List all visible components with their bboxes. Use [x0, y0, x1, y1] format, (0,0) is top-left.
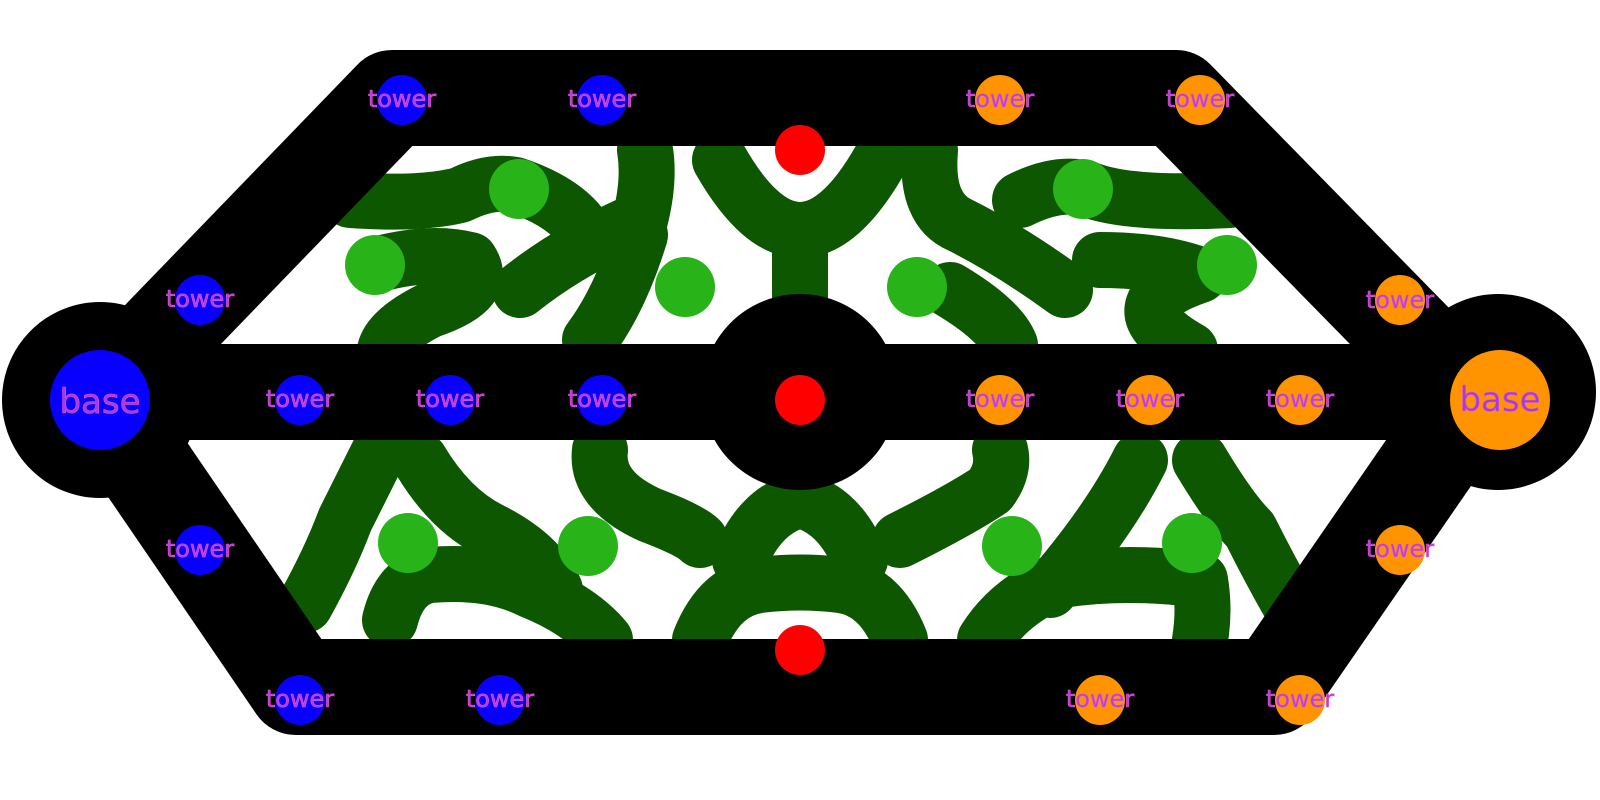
tower-label: tower — [1366, 286, 1434, 314]
jungle-path — [1172, 432, 1318, 633]
orange-base — [1450, 350, 1550, 450]
blue-tower — [175, 275, 225, 325]
orange-tower — [1125, 375, 1175, 425]
jungle-path — [672, 554, 928, 668]
orange-tower — [1275, 375, 1325, 425]
tower-label: tower — [966, 85, 1034, 113]
orange-tower — [1375, 275, 1425, 325]
tower-label: tower — [966, 385, 1034, 413]
tower-label: tower — [1366, 535, 1434, 563]
camp — [1197, 235, 1257, 295]
jungle-path — [277, 422, 408, 633]
jungle-path — [712, 472, 888, 588]
jungle-path — [922, 262, 1038, 373]
jungle-paths — [277, 122, 1318, 668]
tower-label: tower — [166, 285, 234, 313]
tower-label: tower — [266, 385, 334, 413]
blue-tower — [425, 375, 475, 425]
jungle-path — [392, 432, 583, 618]
jungle-path — [872, 422, 1030, 568]
jungle-path — [901, 122, 1093, 318]
camp — [982, 516, 1042, 576]
jungle-path — [322, 155, 608, 253]
objective — [775, 375, 825, 425]
tower-label: tower — [1266, 385, 1334, 413]
blue-tower — [275, 675, 325, 725]
camp — [378, 513, 438, 573]
tower-label: tower — [1066, 685, 1134, 713]
camp — [1053, 159, 1113, 219]
blue-base — [50, 350, 150, 450]
tower-label: tower — [416, 385, 484, 413]
orange-tower — [975, 375, 1025, 425]
jungle-path — [571, 422, 728, 568]
camp — [1162, 513, 1222, 573]
jungle-path — [362, 546, 633, 668]
jungle-path — [562, 207, 668, 368]
camp — [345, 235, 405, 295]
jungle-path — [957, 547, 1231, 668]
tower-label: tower — [368, 85, 436, 113]
blue-tower — [275, 375, 325, 425]
blue-tower — [475, 675, 525, 725]
jungle-path — [1072, 232, 1228, 378]
orange-tower — [1375, 525, 1425, 575]
blue-team: base tower tower tower tower tower tower… — [50, 75, 637, 725]
blue-tower — [577, 375, 627, 425]
orange-tower — [1275, 675, 1325, 725]
tower-label: tower — [466, 685, 534, 713]
tower-label: tower — [266, 685, 334, 713]
blue-base-label: base — [59, 382, 140, 422]
tower-label: tower — [1166, 85, 1234, 113]
tower-label: tower — [568, 85, 636, 113]
orange-tower — [1175, 75, 1225, 125]
tower-label: tower — [1116, 385, 1184, 413]
blue-tower — [377, 75, 427, 125]
camp — [558, 516, 618, 576]
tower-label: tower — [1266, 685, 1334, 713]
camp — [489, 159, 549, 219]
jungle-path — [347, 228, 503, 378]
tower-label: tower — [568, 385, 636, 413]
jungle-path — [1022, 432, 1168, 618]
orange-tower — [975, 75, 1025, 125]
camp — [887, 257, 947, 317]
top-lane — [52, 50, 1520, 448]
objective — [775, 125, 825, 175]
orange-base-label: base — [1459, 380, 1540, 420]
blue-tower — [175, 525, 225, 575]
neutral-camps — [345, 159, 1257, 576]
camp — [655, 257, 715, 317]
orange-tower — [1075, 675, 1125, 725]
objective — [775, 625, 825, 675]
objectives — [775, 125, 825, 675]
tower-label: tower — [166, 535, 234, 563]
orange-team: base tower tower tower tower tower tower… — [966, 75, 1550, 725]
blue-tower — [577, 75, 627, 125]
